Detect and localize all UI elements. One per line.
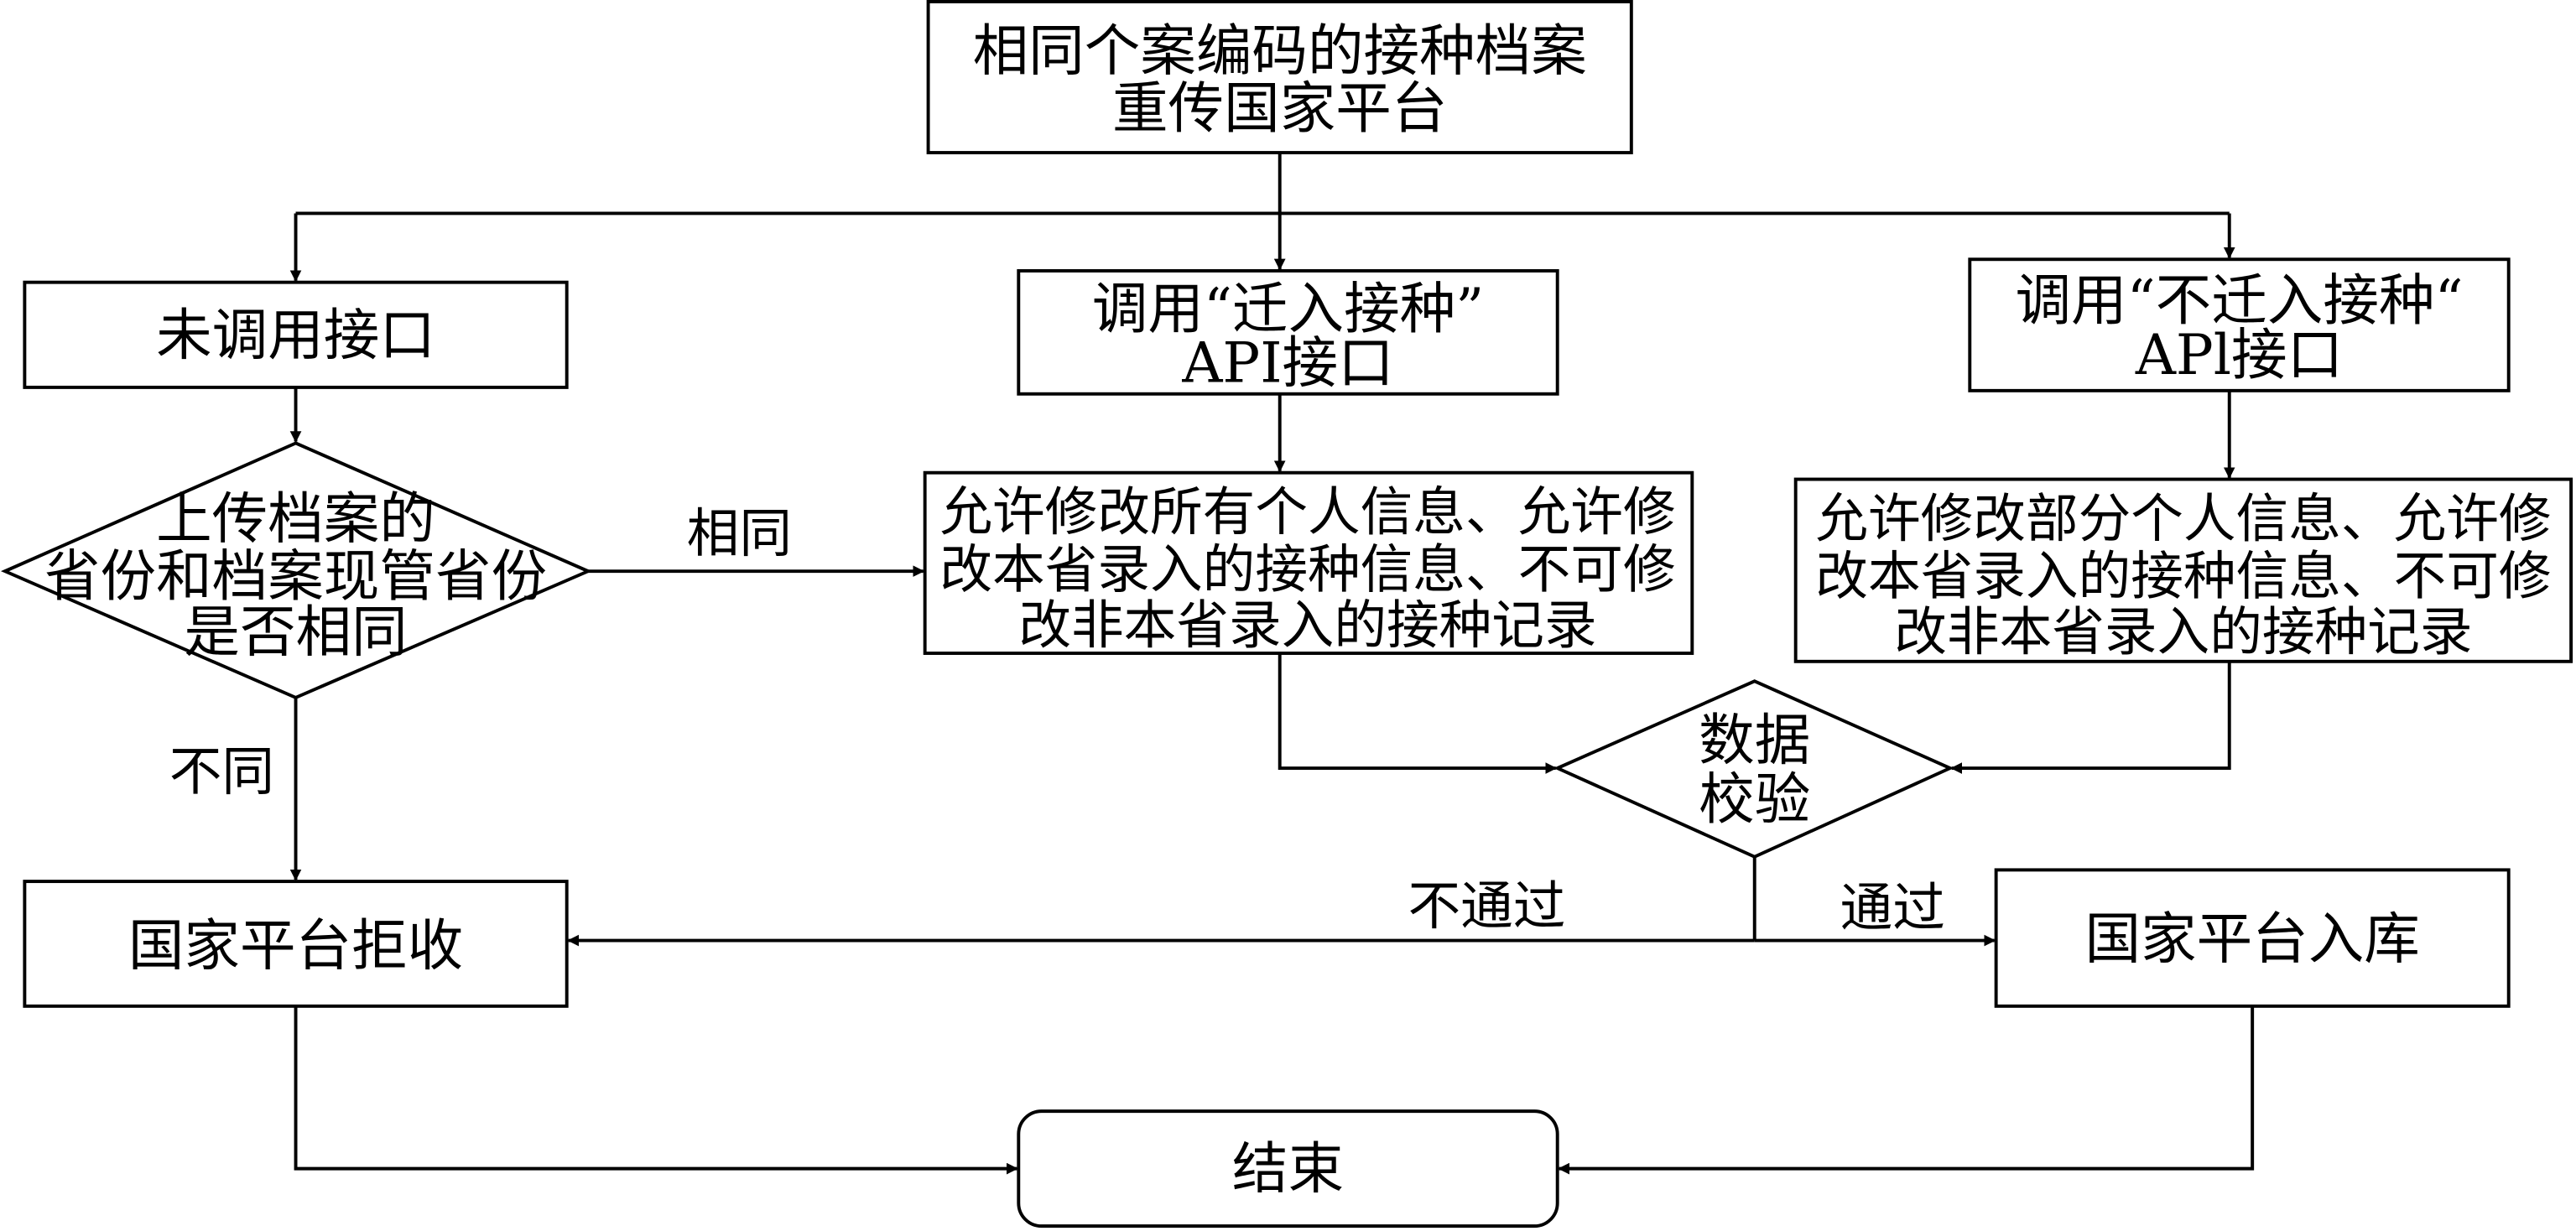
node-allow-partial: 允许修改部分个人信息、允许修 改本省录入的接种信息、不可修 改非本省录入的接种记… <box>1793 477 2573 663</box>
node-api-not-in-line-2: APl接口 <box>2135 322 2343 387</box>
node-no-api: 未调用接口 <box>23 280 569 389</box>
node-no-api-label: 未调用接口 <box>156 302 435 367</box>
node-allow-all: 允许修改所有个人信息、允许修 改本省录入的接种信息、不可修 改非本省录入的接种记… <box>923 470 1694 656</box>
node-api-not-in-box <box>1968 257 2511 392</box>
node-allow-partial-box <box>1793 477 2573 663</box>
node-api-in-line-2: API接口 <box>1181 330 1393 396</box>
node-decision-province-line-2: 省份和档案现管省份 <box>44 543 547 609</box>
node-validation-diamond <box>1553 679 1954 859</box>
node-end: 结束 <box>1017 1109 1559 1228</box>
connector-allow-all-to-validation <box>1278 653 1558 774</box>
node-allow-partial-line-1: 允许修改部分个人信息、允许修 <box>1815 488 2551 549</box>
node-accept: 国家平台入库 <box>1994 868 2511 1008</box>
node-decision-province-line-3: 是否相同 <box>184 600 407 665</box>
node-reject-label: 国家平台拒收 <box>128 912 463 978</box>
connector-accept-to-end <box>1558 1005 2255 1175</box>
node-start: 相同个案编码的接种档案 重传国家平台 <box>926 0 1633 154</box>
node-api-not-in: 调用“不迁入接种“ APl接口 <box>1968 257 2511 392</box>
node-allow-all-line-2: 改本省录入的接种信息、不可修 <box>939 539 1675 600</box>
node-api-in-box <box>1017 269 1559 396</box>
node-reject-box <box>23 880 569 1008</box>
edge-label-fail: 不通过 <box>1408 875 1565 937</box>
node-allow-all-line-1: 允许修改所有个人信息、允许修 <box>939 481 1675 543</box>
node-allow-all-box <box>923 470 1694 655</box>
node-allow-all-line-3: 改非本省录入的接种记录 <box>1018 595 1596 656</box>
node-api-not-in-line-1: 调用“不迁入接种“ <box>2015 267 2463 333</box>
node-start-line-1: 相同个案编码的接种档案 <box>973 18 1587 84</box>
node-no-api-box <box>23 280 569 389</box>
node-api-in: 调用“迁入接种” API接口 <box>1017 269 1559 396</box>
edge-label-pass: 通过 <box>1840 877 1945 938</box>
node-validation: 数据 校验 <box>1553 679 1954 859</box>
node-decision-province-line-1: 上传档案的 <box>156 486 435 552</box>
node-accept-box <box>1994 868 2511 1008</box>
node-reject: 国家平台拒收 <box>23 880 569 1008</box>
node-end-label: 结束 <box>1232 1136 1344 1202</box>
node-end-box <box>1017 1109 1559 1228</box>
node-allow-partial-line-3: 改非本省录入的接种记录 <box>1894 601 2472 662</box>
connectors <box>289 153 2255 1175</box>
node-api-in-line-1: 调用“迁入接种” <box>1092 276 1484 341</box>
node-start-line-2: 重传国家平台 <box>1112 75 1447 141</box>
edge-label-different: 不同 <box>169 740 274 802</box>
node-decision-province: 上传档案的 省份和档案现管省份 是否相同 <box>0 441 593 700</box>
node-start-box <box>926 0 1633 154</box>
node-allow-partial-line-2: 改本省录入的接种信息、不可修 <box>1815 546 2551 607</box>
node-validation-line-2: 校验 <box>1699 766 1810 832</box>
edge-label-same: 相同 <box>687 503 792 564</box>
connector-allow-partial-to-validation <box>1950 661 2231 774</box>
node-accept-label: 国家平台入库 <box>2084 906 2419 972</box>
node-decision-province-diamond <box>0 441 593 700</box>
connector-reject-to-end <box>294 1005 1018 1175</box>
node-validation-line-1: 数据 <box>1699 708 1810 773</box>
